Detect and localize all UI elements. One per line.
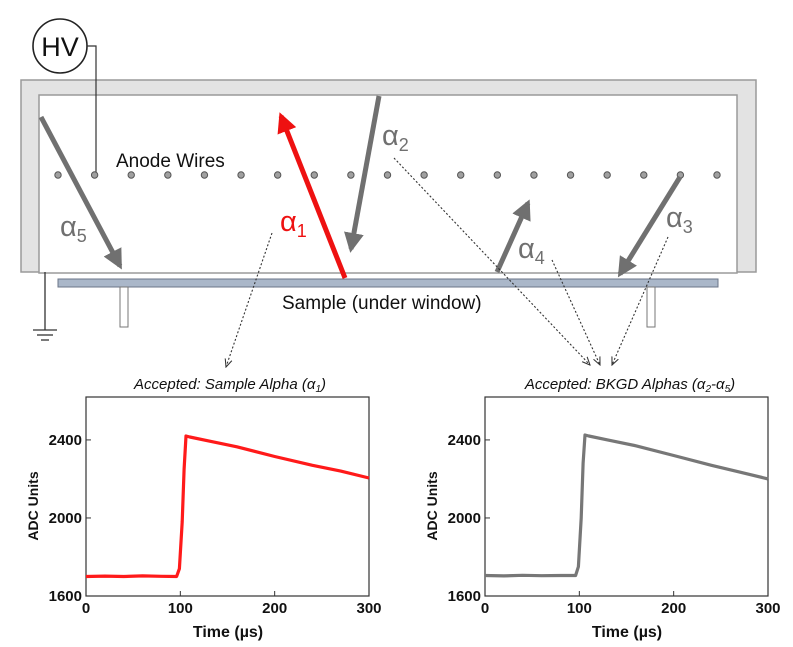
alpha-2-label: α2: [382, 120, 409, 155]
x-tick-label: 0: [82, 600, 90, 617]
alpha-5-track: [38, 115, 123, 270]
chart-1-x-axis-label: Time (µs): [193, 624, 263, 641]
alpha-3-track: [617, 175, 683, 278]
chart-1-ticks: 0 100 200 300 1600 2000 2400: [49, 432, 382, 617]
hv-label: HV: [41, 32, 79, 62]
chart-1-series-line: [85, 434, 370, 579]
y-tick-label: 2000: [448, 510, 481, 527]
anode-wires: [54, 171, 721, 179]
pointer-alpha4: [551, 259, 600, 365]
chart-sample-alpha: Accepted: Sample Alpha (α1) 0 100 200 300 16…: [25, 376, 382, 641]
chart-2-ticks: 0 100 200 300 1600 2000 2400: [448, 432, 781, 617]
ground-symbol: [33, 272, 57, 341]
alpha-4-label: α4: [518, 233, 545, 268]
sample-label: Sample (under window): [282, 293, 482, 314]
anode-wire: [310, 171, 318, 179]
anode-wire: [640, 171, 648, 179]
chart-2-title: Accepted: BKGD Alphas (α2-α5): [524, 376, 735, 395]
anode-wire: [200, 171, 209, 179]
alpha-2-track: [344, 95, 382, 253]
sample-support-right: [646, 286, 656, 328]
chart-2-x-axis-label: Time (µs): [592, 624, 662, 641]
alpha-5-label: α5: [60, 211, 87, 246]
x-tick-label: 200: [262, 600, 287, 617]
chart-1-y-axis-label: ADC Units: [25, 471, 41, 540]
y-tick-label: 2400: [448, 432, 481, 449]
pointer-alpha3: [612, 236, 669, 365]
x-tick-label: 200: [661, 600, 686, 617]
pointer-arrows: [226, 157, 669, 367]
chart-2-y-axis-label: ADC Units: [424, 471, 440, 540]
anode-wire: [347, 171, 355, 179]
alpha-1-label: α1: [280, 206, 307, 241]
anode-wire: [493, 171, 502, 179]
anode-wire: [566, 171, 575, 179]
anode-wire: [457, 171, 465, 179]
x-tick-label: 100: [168, 600, 193, 617]
chamber-interior: [38, 94, 738, 274]
chart-bkgd-alphas: Accepted: BKGD Alphas (α2-α5) 0 100 200 300…: [424, 376, 781, 641]
y-tick-label: 2400: [49, 432, 82, 449]
chart-1-title: Accepted: Sample Alpha (α1): [133, 376, 326, 395]
pointer-alpha2: [393, 157, 590, 365]
anode-wire: [273, 171, 282, 179]
alpha-1-track: [277, 112, 348, 279]
anode-wire: [54, 171, 62, 179]
x-tick-label: 300: [356, 600, 381, 617]
y-tick-label: 1600: [448, 588, 481, 605]
hv-lead-wire: [87, 45, 97, 172]
anode-wire: [713, 171, 721, 179]
anode-wire: [127, 171, 135, 179]
detector-diagram: HV Anode Wires Sample (under window) α1 …: [20, 18, 757, 367]
sample-plate: [57, 278, 719, 288]
chart-2-plot-frame: [484, 396, 769, 597]
anode-wires-label: Anode Wires: [116, 151, 225, 172]
y-tick-label: 2000: [49, 510, 82, 527]
x-tick-label: 100: [567, 600, 592, 617]
x-tick-label: 300: [755, 600, 780, 617]
chart-2-series-line: [484, 433, 769, 578]
alpha-3-label: α3: [666, 202, 693, 237]
y-tick-label: 1600: [49, 588, 82, 605]
anode-wire: [237, 171, 245, 179]
sample-support-left: [119, 286, 129, 328]
anode-wire: [420, 171, 428, 179]
anode-wire: [164, 171, 172, 179]
anode-wire: [383, 171, 392, 179]
chart-1-plot-frame: [85, 396, 370, 597]
anode-wire: [603, 171, 611, 179]
alpha-4-track: [494, 199, 531, 274]
anode-wire: [90, 171, 99, 179]
x-tick-label: 0: [481, 600, 489, 617]
anode-wire: [530, 171, 538, 179]
